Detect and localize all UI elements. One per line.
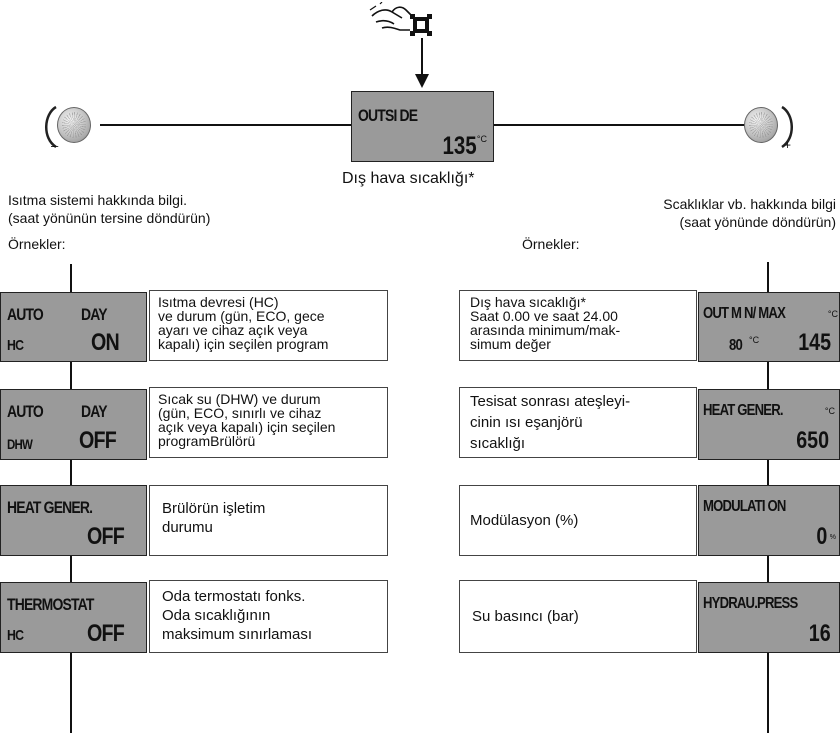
desc-line: Dış hava sıcaklığı* — [470, 294, 586, 310]
arrow-stem — [421, 38, 423, 78]
desc-line: Isıtma devresi (HC) — [158, 294, 279, 310]
desc-line: Brülörün işletim — [162, 500, 266, 517]
desc-line: simum değer — [470, 336, 551, 352]
lcd-text: HEAT GENER. — [7, 498, 93, 517]
desc-line: cinin ısı eşanjörü — [470, 414, 583, 431]
right-display-1: OUT M N/ MAX °C 80 °C 145 — [698, 292, 840, 362]
rotate-left-arc-icon — [45, 105, 57, 149]
desc-line: Saat 0.00 ve saat 24.00 — [470, 308, 618, 324]
display-value: 135 — [442, 132, 477, 160]
left-description-2: Sıcak su (DHW) ve durum (gün, ECO, sınır… — [149, 387, 388, 458]
right-description-4: Su basıncı (bar) — [459, 580, 697, 653]
lcd-unit: °C — [827, 309, 838, 319]
desc-line: durumu — [162, 519, 213, 536]
left-description-3: Brülörün işletim durumu — [149, 485, 388, 556]
plus-sign: + — [784, 138, 792, 152]
desc-line: (gün, ECO, sınırlı ve cihaz — [158, 405, 322, 421]
lcd-text: DAY — [81, 402, 108, 421]
right-description-2: Tesisat sonrası ateşleyi- cinin ısı eşan… — [459, 387, 697, 458]
lcd-text: DAY — [81, 305, 108, 324]
desc-line: Su basıncı (bar) — [472, 607, 579, 625]
right-display-2: HEAT GENER. °C 650 — [698, 389, 840, 460]
lcd-text: OFF — [87, 620, 125, 647]
right-display-4: HYDRAU.PRESS 16 — [698, 582, 840, 653]
left-description-1: Isıtma devresi (HC) ve durum (gün, ECO, … — [149, 290, 388, 361]
desc-line: ve durum (gün, ECO, gece — [158, 308, 325, 324]
lcd-text: 0 — [816, 523, 827, 550]
lcd-text: ON — [91, 329, 120, 356]
right-knob-group[interactable]: + — [742, 104, 812, 154]
right-examples-label: Örnekler: — [522, 236, 580, 252]
left-examples-label: Örnekler: — [8, 236, 66, 252]
lcd-text: 80 — [729, 337, 743, 354]
desc-line: Oda sıcaklığının — [162, 607, 271, 624]
right-display-3: MODULATI ON 0 % — [698, 485, 840, 556]
desc-line: arasında minimum/mak- — [470, 322, 621, 338]
desc-line: maksimum sınırlaması — [162, 626, 313, 643]
right-heading-line2: (saat yönünde döndürün) — [679, 214, 836, 230]
left-heading-line1: Isıtma sistemi hakkında bilgi. — [8, 192, 187, 208]
desc-line: Tesisat sonrası ateşleyi- — [470, 393, 631, 410]
left-display-4: THERMOSTAT HC OFF — [0, 582, 147, 653]
left-description-4: Oda termostatı fonks. Oda sıcaklığının m… — [149, 580, 388, 653]
desc-line: programBrülörü — [158, 433, 256, 449]
left-knob-group[interactable]: – — [40, 104, 110, 154]
outside-temperature-display: OUTSI DE 135 °C — [351, 91, 494, 162]
lcd-unit: % — [829, 534, 836, 541]
lcd-text: 650 — [796, 427, 829, 454]
display-label: OUTSI DE — [358, 106, 418, 125]
lcd-text: HEAT GENER. — [703, 402, 783, 419]
top-caption: Dış hava sıcaklığı* — [342, 170, 475, 187]
lcd-text: OFF — [87, 523, 125, 550]
desc-line: sıcaklığı — [470, 435, 526, 452]
desc-line: Sıcak su (DHW) ve durum — [158, 391, 321, 407]
desc-line: açık veya kapalı) için seçilen — [158, 419, 336, 435]
lcd-text: DHW — [7, 436, 33, 452]
desc-line: Modülasyon (%) — [470, 511, 579, 529]
left-display-3: HEAT GENER. OFF — [0, 485, 147, 556]
top-horizontal-line-right — [493, 124, 745, 126]
lcd-unit: °C — [824, 406, 835, 416]
right-knob[interactable] — [744, 107, 778, 143]
lcd-text: OUT M N/ MAX — [703, 305, 786, 322]
lcd-text: MODULATI ON — [703, 498, 786, 515]
left-display-1: AUTO DAY HC ON — [0, 292, 147, 362]
hand-press-icon — [369, 2, 432, 88]
lcd-text: HC — [7, 337, 24, 354]
lcd-text: THERMOSTAT — [7, 595, 94, 614]
left-display-2: AUTO DAY DHW OFF — [0, 389, 147, 460]
lcd-text: AUTO — [7, 402, 44, 421]
desc-line: Oda termostatı fonks. — [162, 588, 306, 605]
display-unit: °C — [476, 134, 487, 144]
left-heading-line2: (saat yönünün tersine döndürün) — [8, 210, 211, 226]
desc-line: ayarı ve cihaz açık veya — [158, 322, 308, 338]
lcd-text: 145 — [798, 329, 831, 356]
lcd-unit: °C — [749, 335, 760, 345]
lcd-text: AUTO — [7, 305, 44, 324]
lcd-text: 16 — [809, 620, 831, 647]
desc-line: kapalı) için seçilen program — [158, 336, 329, 352]
minus-sign: – — [51, 138, 59, 153]
rotate-right-arc-icon — [781, 105, 793, 149]
lcd-text: OFF — [79, 427, 117, 454]
lcd-text: HYDRAU.PRESS — [703, 595, 798, 612]
lcd-text: HC — [7, 627, 24, 644]
right-heading-line1: Scaklıklar vb. hakkında bilgi — [663, 196, 836, 212]
left-knob[interactable] — [57, 107, 91, 143]
right-description-3: Modülasyon (%) — [459, 485, 697, 556]
right-description-1: Dış hava sıcaklığı* Saat 0.00 ve saat 24… — [459, 290, 697, 361]
top-horizontal-line-left — [100, 124, 352, 126]
